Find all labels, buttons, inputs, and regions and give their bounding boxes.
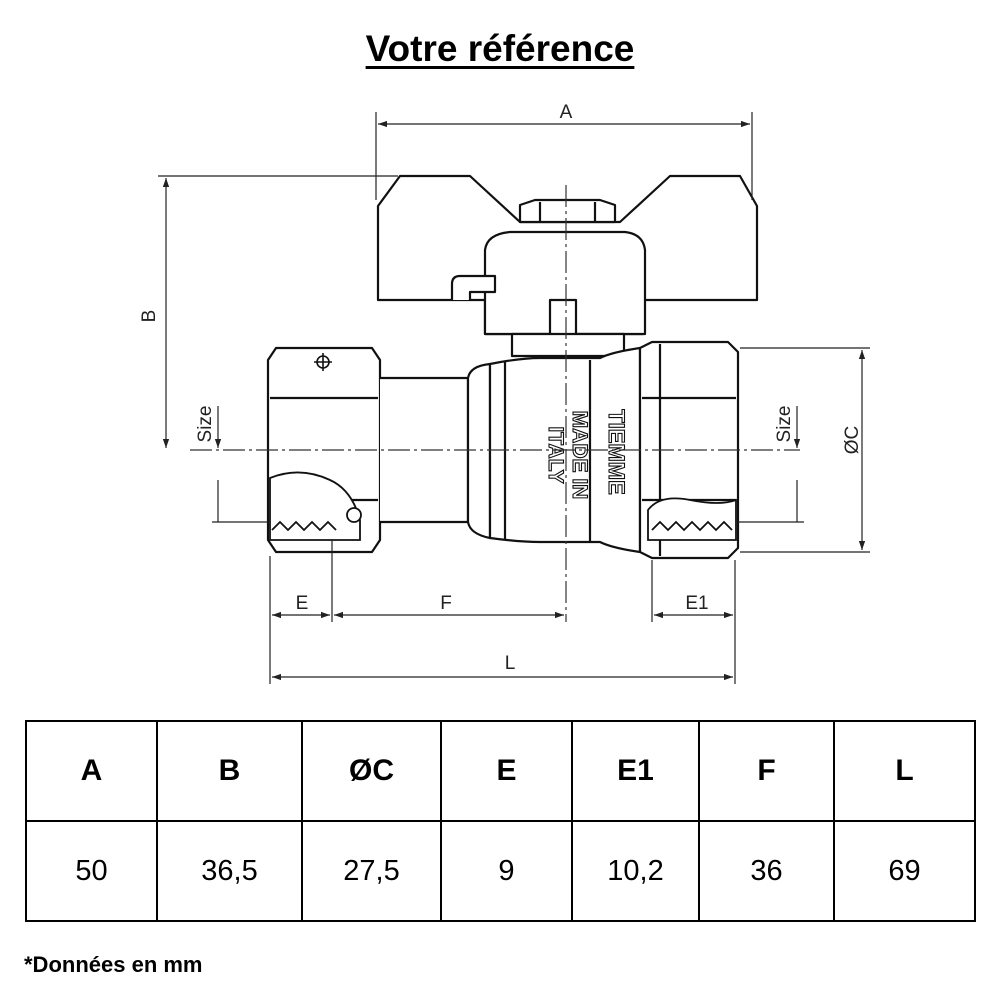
value-c: 27,5 <box>301 820 442 922</box>
brand-engraving: TIEMME <box>603 409 629 496</box>
header-e1: E1 <box>571 720 700 822</box>
dim-label-size-left: Size <box>195 406 216 443</box>
value-e1: 10,2 <box>571 820 700 922</box>
table-header-row: A B ØC E E1 F L <box>25 720 976 822</box>
value-e: 9 <box>440 820 573 922</box>
value-b: 36,5 <box>156 820 303 922</box>
header-a: A <box>25 720 158 822</box>
dim-label-e: E <box>296 593 309 614</box>
dim-label-b: B <box>139 310 160 323</box>
dimension-lines <box>158 112 870 684</box>
body-engraving: MADE IN ITALY <box>543 410 591 500</box>
page-title: Votre référence <box>365 28 635 69</box>
stem-nut <box>518 198 617 224</box>
value-l: 69 <box>833 820 976 922</box>
table-values-row: 50 36,5 27,5 9 10,2 36 69 <box>25 820 976 922</box>
header-b: B <box>156 720 303 822</box>
header-e: E <box>440 720 573 822</box>
dim-label-size-right: Size <box>774 406 795 443</box>
header-c: ØC <box>301 720 442 822</box>
centerlines <box>190 185 800 622</box>
header-f: F <box>698 720 835 822</box>
engraving-italy: ITALY <box>544 426 567 483</box>
handle-hub <box>483 230 647 336</box>
thread-cutaways <box>269 471 737 541</box>
valve-technical-drawing: MADE IN ITALY TIEMME <box>139 102 870 684</box>
engraving-brand: TIEMME <box>604 409 629 495</box>
dim-label-c: ØC <box>842 426 863 455</box>
crosshair-icon <box>314 353 332 371</box>
value-a: 50 <box>25 820 158 922</box>
dim-label-f: F <box>440 593 452 614</box>
header-l: L <box>833 720 976 822</box>
engraving-made-in: MADE IN <box>568 411 591 500</box>
dim-label-l: L <box>505 653 516 674</box>
value-f: 36 <box>698 820 835 922</box>
dimensions-table: A B ØC E E1 F L 50 36,5 27,5 9 10,2 36 6… <box>25 720 976 922</box>
units-note: *Données en mm <box>24 952 203 977</box>
dim-label-e1: E1 <box>685 593 708 614</box>
dim-label-a: A <box>560 102 573 123</box>
dimension-labels: A B Size Size ØC E F E1 L <box>139 102 863 674</box>
